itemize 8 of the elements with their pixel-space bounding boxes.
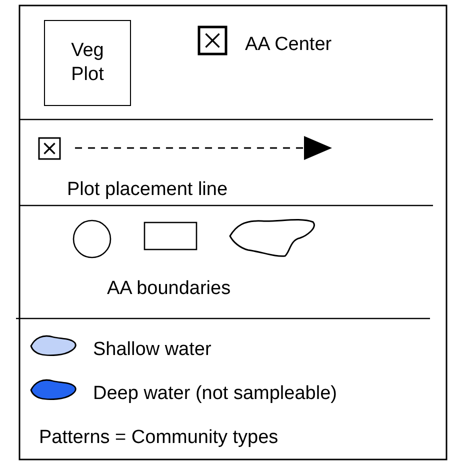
plot-label: Veg Plot — [70, 39, 105, 87]
plot-box — [44, 20, 131, 106]
legend-label: Plot placement line — [67, 179, 228, 201]
legend-label: Shallow water — [93, 339, 212, 361]
legend-label: AA boundaries — [107, 278, 231, 300]
legend-label: Deep water (not sampleable) — [93, 383, 337, 405]
legend-label: AA Center — [245, 34, 332, 56]
note-text: Patterns = Community types — [39, 427, 278, 449]
